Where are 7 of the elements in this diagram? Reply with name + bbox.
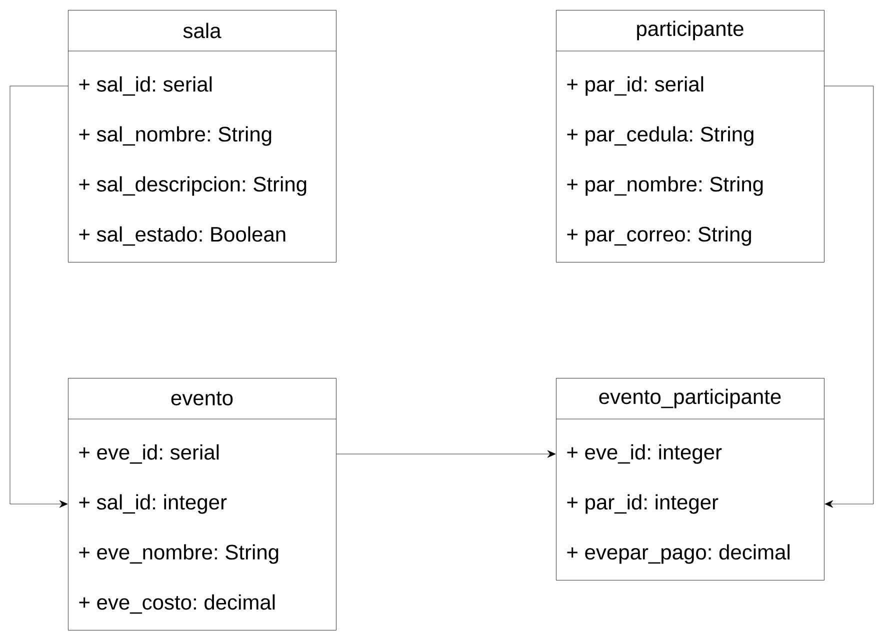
connector-arrow (10, 86, 68, 508)
connector-arrow (336, 450, 556, 458)
class-box: evento + eve_id: serial + sal_id: integer + eve_nombre: String + eve_costo: decimal (68, 378, 336, 630)
connector-arrow (824, 86, 874, 508)
class-box: sala + sal_id: serial + sal_nombre: String + sal_descripcion: String + sal_estado: Boolean (68, 10, 336, 262)
class-box: participante + par_id: serial + par_cedula: String + par_nombre: String + par_correo: String (556, 10, 824, 262)
class-box: evento_participante + eve_id: integer + par_id: integer + evepar_pago: decimal (556, 378, 824, 580)
